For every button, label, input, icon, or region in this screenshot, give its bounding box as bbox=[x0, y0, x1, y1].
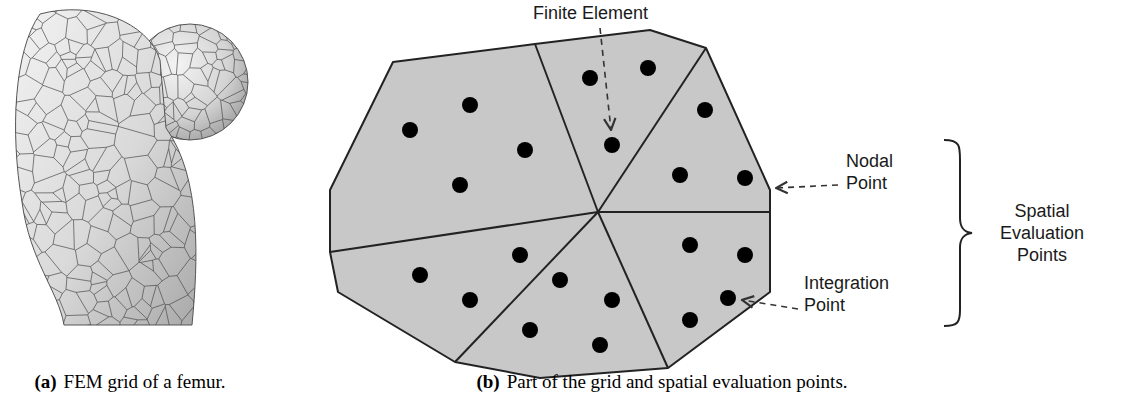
integration-point bbox=[592, 337, 608, 353]
integration-point bbox=[552, 272, 568, 288]
integration-point bbox=[462, 292, 478, 308]
element-patch bbox=[330, 30, 770, 378]
femur-mesh bbox=[0, 0, 255, 340]
integration-point bbox=[682, 312, 698, 328]
callout-label: Nodal Point bbox=[846, 150, 908, 194]
leader-arrows bbox=[600, 28, 838, 309]
callout-label: Integration Point bbox=[804, 272, 904, 316]
callout-label: Finite Element bbox=[533, 2, 673, 24]
integration-point bbox=[720, 290, 736, 306]
mesh-lines bbox=[0, 0, 220, 340]
integration-point bbox=[462, 97, 478, 113]
subcaption: (a) FEM grid of a femur. bbox=[34, 370, 225, 393]
callout-label: Spatial Evaluation Points bbox=[982, 200, 1102, 266]
caption-text: FEM grid of a femur. bbox=[64, 370, 226, 393]
integration-point bbox=[640, 60, 656, 76]
subcaption: (b) Part of the grid and spatial evaluati… bbox=[476, 370, 847, 393]
integration-point bbox=[517, 142, 533, 158]
integration-point bbox=[582, 70, 598, 86]
integration-point bbox=[402, 122, 418, 138]
integration-point bbox=[672, 167, 688, 183]
bracket bbox=[944, 140, 972, 326]
integration-point bbox=[512, 247, 528, 263]
integration-point bbox=[682, 237, 698, 253]
subfigure-tag: (a) bbox=[34, 370, 56, 393]
integration-point bbox=[697, 102, 713, 118]
integration-point bbox=[604, 137, 620, 153]
integration-point bbox=[412, 267, 428, 283]
caption-text: Part of the grid and spatial evaluation … bbox=[507, 370, 848, 393]
integration-point bbox=[452, 177, 468, 193]
subfigure-tag: (b) bbox=[476, 370, 499, 393]
integration-point bbox=[522, 322, 538, 338]
integration-point bbox=[737, 170, 753, 186]
integration-point bbox=[737, 247, 753, 263]
integration-point bbox=[604, 292, 620, 308]
